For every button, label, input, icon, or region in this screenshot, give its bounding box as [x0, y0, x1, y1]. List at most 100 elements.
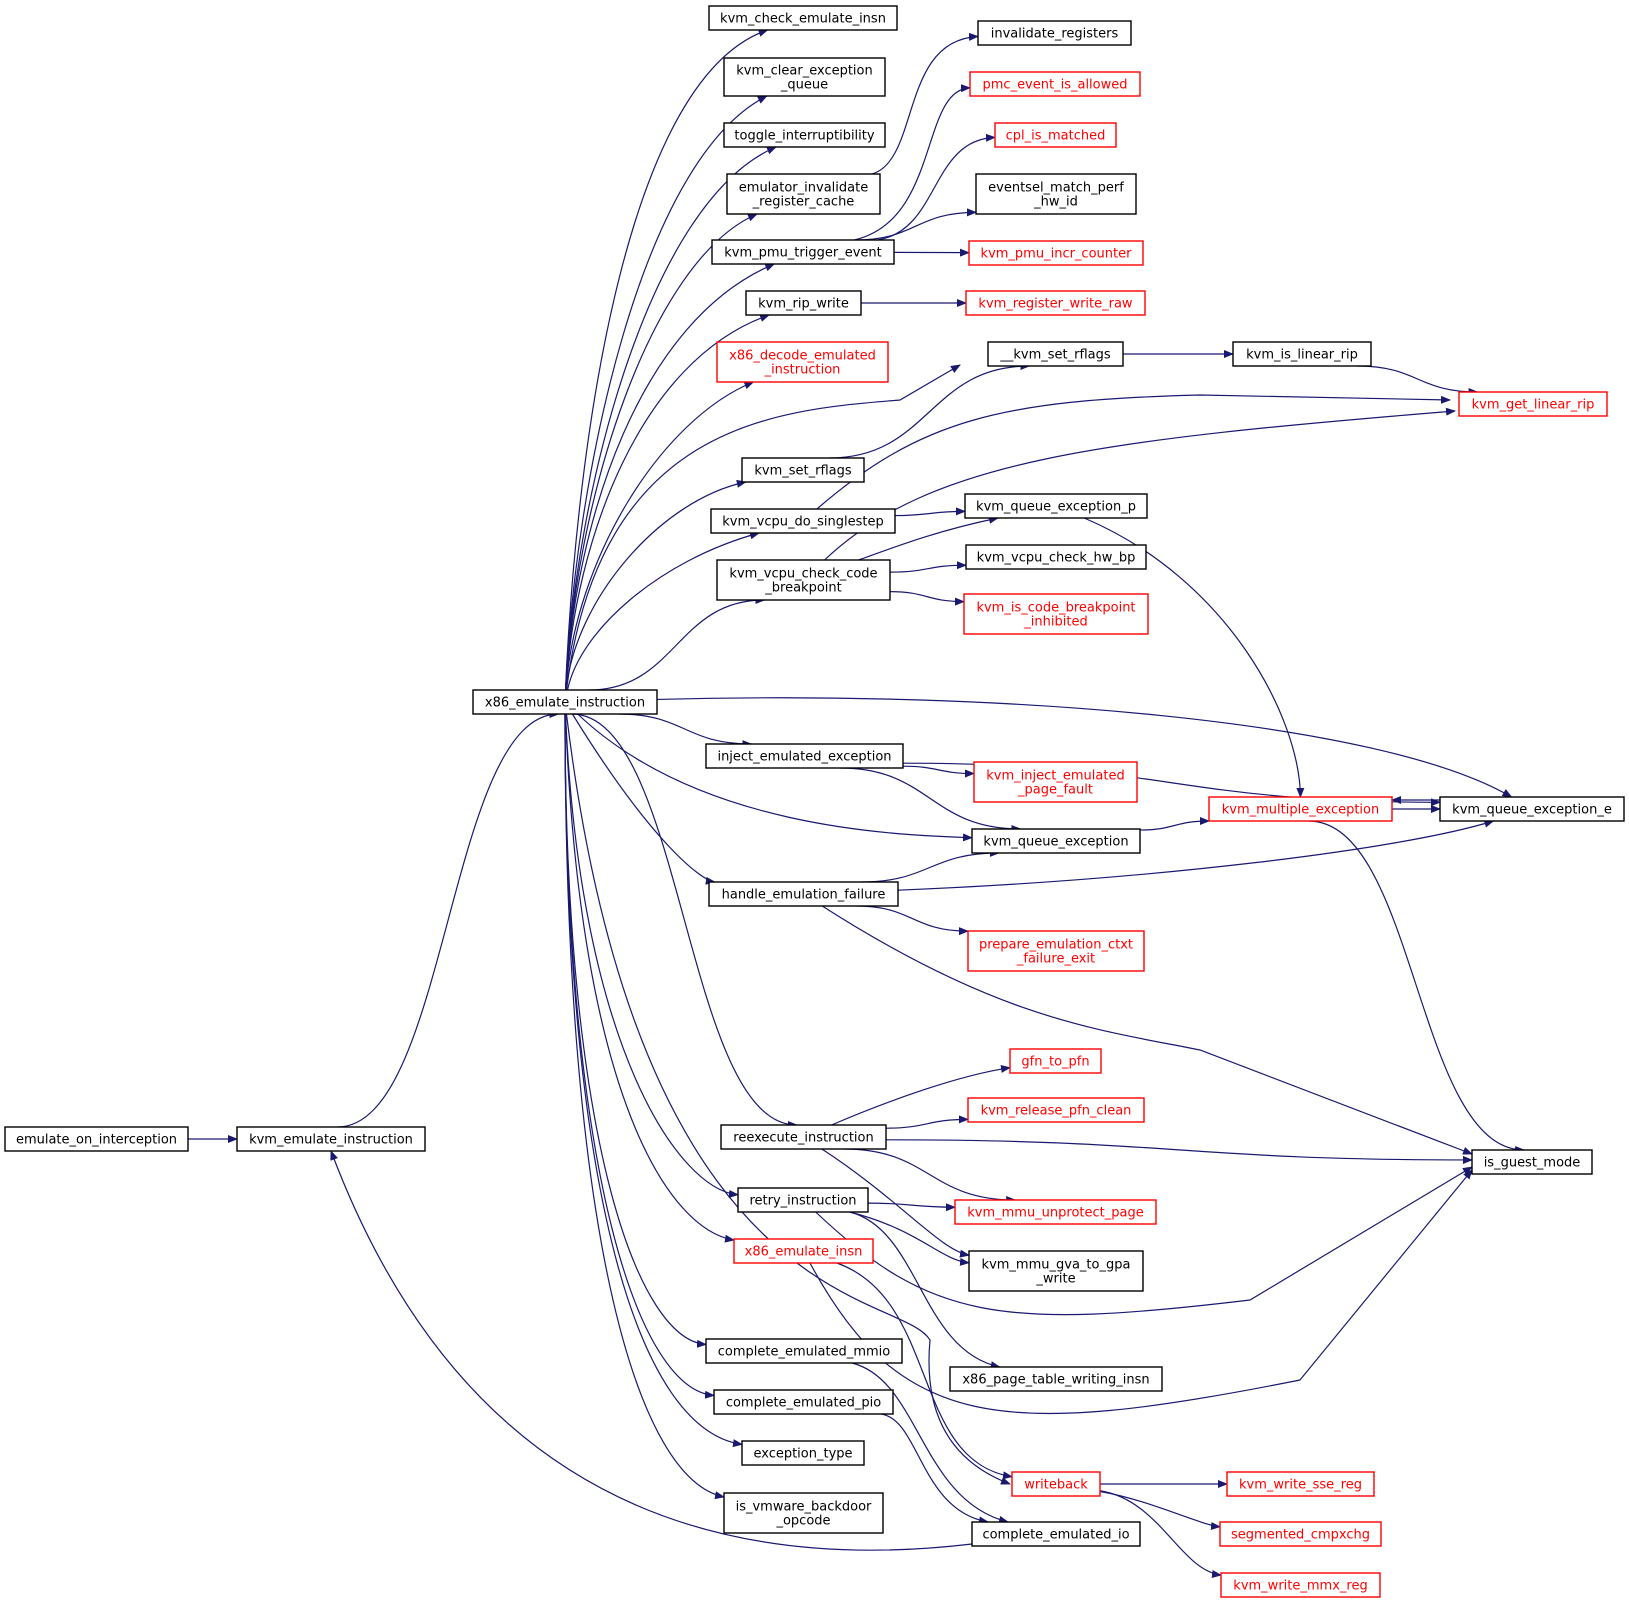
node-gfn_to_pfn[interactable]: gfn_to_pfn — [1009, 1048, 1102, 1074]
node-box[interactable] — [741, 457, 865, 483]
node-x86_decode_emulated_instruction[interactable]: x86_decode_emulated_instruction — [716, 341, 889, 383]
node-box[interactable] — [705, 743, 904, 769]
node-box[interactable] — [737, 1187, 869, 1213]
node-box[interactable] — [236, 1126, 426, 1152]
node-box[interactable] — [1208, 796, 1393, 822]
node-box[interactable] — [968, 1250, 1144, 1292]
node-toggle_interruptibility[interactable]: toggle_interruptibility — [723, 122, 886, 148]
node-box[interactable] — [975, 173, 1137, 215]
node-kvm_clear_exception_queue[interactable]: kvm_clear_exception_queue — [723, 57, 886, 97]
node-kvm_mmu_unprotect_page[interactable]: kvm_mmu_unprotect_page — [954, 1199, 1157, 1225]
node-kvm_release_pfn_clean[interactable]: kvm_release_pfn_clean — [967, 1097, 1145, 1123]
node-box[interactable] — [710, 508, 896, 534]
node-box[interactable] — [723, 122, 886, 148]
node-box[interactable] — [1458, 391, 1608, 417]
node-box[interactable] — [705, 1338, 903, 1364]
node-box[interactable] — [713, 1389, 894, 1415]
node-kvm_write_sse_reg[interactable]: kvm_write_sse_reg — [1226, 1471, 1375, 1497]
node-box[interactable] — [716, 559, 891, 601]
node-__kvm_set_rflags[interactable]: __kvm_set_rflags — [987, 341, 1124, 367]
node-is_vmware_backdoor_opcode[interactable]: is_vmware_backdoor_opcode — [723, 1492, 884, 1534]
node-box[interactable] — [1439, 796, 1625, 822]
node-box[interactable] — [716, 341, 889, 383]
node-box[interactable] — [971, 1521, 1141, 1547]
node-kvm_queue_exception_e[interactable]: kvm_queue_exception_e — [1439, 796, 1625, 822]
node-kvm_vcpu_check_code_breakpoint[interactable]: kvm_vcpu_check_code_breakpoint — [716, 559, 891, 601]
node-box[interactable] — [994, 122, 1117, 148]
node-is_guest_mode[interactable]: is_guest_mode — [1471, 1149, 1593, 1175]
node-complete_emulated_io[interactable]: complete_emulated_io — [971, 1521, 1141, 1547]
node-pmc_event_is_allowed[interactable]: pmc_event_is_allowed — [969, 71, 1141, 97]
node-kvm_set_rflags[interactable]: kvm_set_rflags — [741, 457, 865, 483]
node-box[interactable] — [963, 593, 1149, 635]
node-emulate_on_interception[interactable]: emulate_on_interception — [4, 1126, 189, 1152]
node-kvm_emulate_instruction[interactable]: kvm_emulate_instruction — [236, 1126, 426, 1152]
node-kvm_mmu_gva_to_gpa_write[interactable]: kvm_mmu_gva_to_gpa_write — [968, 1250, 1144, 1292]
node-kvm_is_code_breakpoint_inhibited[interactable]: kvm_is_code_breakpoint_inhibited — [963, 593, 1149, 635]
node-box[interactable] — [973, 761, 1138, 803]
node-kvm_is_linear_rip[interactable]: kvm_is_linear_rip — [1232, 341, 1372, 367]
node-kvm_queue_exception_p[interactable]: kvm_queue_exception_p — [964, 493, 1148, 519]
node-box[interactable] — [708, 881, 899, 907]
node-box[interactable] — [4, 1126, 189, 1152]
node-box[interactable] — [971, 828, 1141, 854]
node-box[interactable] — [720, 1124, 887, 1150]
node-inject_emulated_exception[interactable]: inject_emulated_exception — [705, 743, 904, 769]
node-kvm_queue_exception[interactable]: kvm_queue_exception — [971, 828, 1141, 854]
node-kvm_inject_emulated_page_fault[interactable]: kvm_inject_emulated_page_fault — [973, 761, 1138, 803]
node-box[interactable] — [741, 1440, 865, 1466]
node-segmented_cmpxchg[interactable]: segmented_cmpxchg — [1219, 1521, 1382, 1547]
node-x86_page_table_writing_insn[interactable]: x86_page_table_writing_insn — [949, 1366, 1163, 1392]
node-box[interactable] — [1009, 1048, 1102, 1074]
node-box[interactable] — [968, 240, 1144, 266]
node-exception_type[interactable]: exception_type — [741, 1440, 865, 1466]
node-box[interactable] — [967, 930, 1145, 972]
node-kvm_pmu_trigger_event[interactable]: kvm_pmu_trigger_event — [711, 239, 895, 265]
node-kvm_get_linear_rip[interactable]: kvm_get_linear_rip — [1458, 391, 1608, 417]
node-kvm_write_mmx_reg[interactable]: kvm_write_mmx_reg — [1220, 1572, 1381, 1598]
node-box[interactable] — [967, 1097, 1145, 1123]
node-prepare_emulation_ctxt_failure_exit[interactable]: prepare_emulation_ctxt_failure_exit — [967, 930, 1145, 972]
node-box[interactable] — [977, 20, 1132, 46]
node-x86_emulate_instruction[interactable]: x86_emulate_instruction — [472, 689, 658, 715]
node-kvm_multiple_exception[interactable]: kvm_multiple_exception — [1208, 796, 1393, 822]
node-box[interactable] — [949, 1366, 1163, 1392]
node-kvm_vcpu_do_singlestep[interactable]: kvm_vcpu_do_singlestep — [710, 508, 896, 534]
node-kvm_rip_write[interactable]: kvm_rip_write — [745, 290, 862, 316]
node-complete_emulated_pio[interactable]: complete_emulated_pio — [713, 1389, 894, 1415]
node-box[interactable] — [964, 493, 1148, 519]
node-kvm_pmu_incr_counter[interactable]: kvm_pmu_incr_counter — [968, 240, 1144, 266]
node-x86_emulate_insn[interactable]: x86_emulate_insn — [733, 1238, 874, 1264]
node-box[interactable] — [1226, 1471, 1375, 1497]
node-eventsel_match_perf_hw_id[interactable]: eventsel_match_perf_hw_id — [975, 173, 1137, 215]
node-box[interactable] — [1220, 1572, 1381, 1598]
node-invalidate_registers[interactable]: invalidate_registers — [977, 20, 1132, 46]
node-complete_emulated_mmio[interactable]: complete_emulated_mmio — [705, 1338, 903, 1364]
node-kvm_check_emulate_insn[interactable]: kvm_check_emulate_insn — [708, 5, 898, 31]
node-writeback[interactable]: writeback — [1011, 1471, 1101, 1497]
node-cpl_is_matched[interactable]: cpl_is_matched — [994, 122, 1117, 148]
node-box[interactable] — [1471, 1149, 1593, 1175]
node-box[interactable] — [708, 5, 898, 31]
node-kvm_register_write_raw[interactable]: kvm_register_write_raw — [965, 290, 1146, 316]
node-retry_instruction[interactable]: retry_instruction — [737, 1187, 869, 1213]
node-box[interactable] — [987, 341, 1124, 367]
node-box[interactable] — [733, 1238, 874, 1264]
node-box[interactable] — [965, 544, 1147, 570]
node-box[interactable] — [472, 689, 658, 715]
node-box[interactable] — [745, 290, 862, 316]
node-kvm_vcpu_check_hw_bp[interactable]: kvm_vcpu_check_hw_bp — [965, 544, 1147, 570]
node-reexecute_instruction[interactable]: reexecute_instruction — [720, 1124, 887, 1150]
node-box[interactable] — [954, 1199, 1157, 1225]
node-box[interactable] — [723, 1492, 884, 1534]
node-handle_emulation_failure[interactable]: handle_emulation_failure — [708, 881, 899, 907]
node-box[interactable] — [723, 57, 886, 97]
node-box[interactable] — [726, 173, 881, 215]
node-box[interactable] — [1219, 1521, 1382, 1547]
node-box[interactable] — [965, 290, 1146, 316]
node-emulator_invalidate_register_cache[interactable]: emulator_invalidate_register_cache — [726, 173, 881, 215]
node-box[interactable] — [969, 71, 1141, 97]
node-box[interactable] — [1011, 1471, 1101, 1497]
node-box[interactable] — [1232, 341, 1372, 367]
node-box[interactable] — [711, 239, 895, 265]
